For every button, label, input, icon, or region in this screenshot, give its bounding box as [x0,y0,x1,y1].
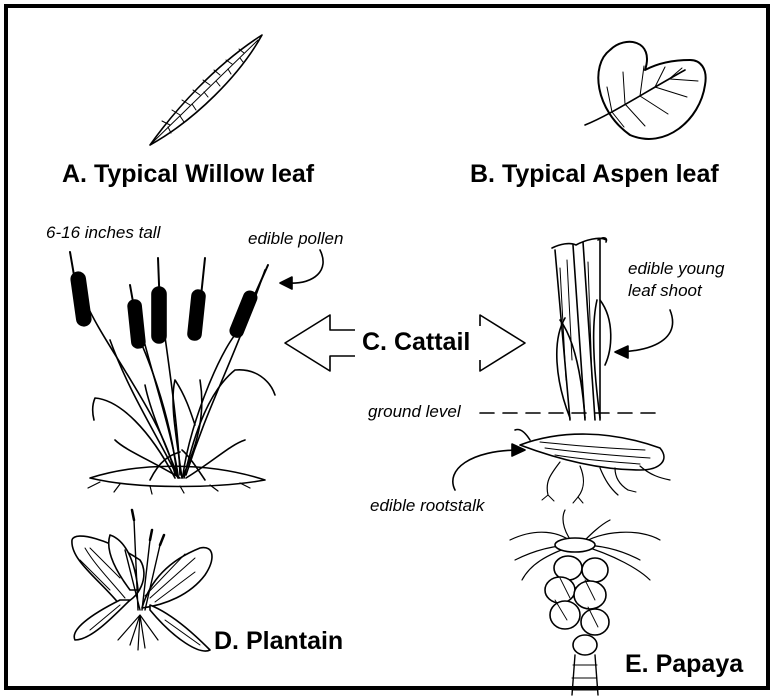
shoot-annotation-line1: edible young [628,258,724,279]
plantain-illustration [72,510,212,651]
cattail-plant-illustration [70,252,275,494]
rootstalk-pointer [453,450,520,490]
ground-level-annotation: ground level [368,401,461,422]
cattail-caption: C. Cattail [362,328,470,357]
willow-caption: A. Typical Willow leaf [62,160,314,189]
pollen-annotation: edible pollen [248,228,343,249]
aspen-leaf-illustration [585,42,706,139]
papaya-caption: E. Papaya [625,650,743,679]
plantain-caption: D. Plantain [214,627,343,656]
rootstalk-annotation: edible rootstalk [370,495,484,516]
height-annotation: 6-16 inches tall [46,222,160,243]
willow-leaf-illustration [150,35,262,145]
shoot-annotation-line2: leaf shoot [628,280,702,301]
aspen-caption: B. Typical Aspen leaf [470,160,719,189]
